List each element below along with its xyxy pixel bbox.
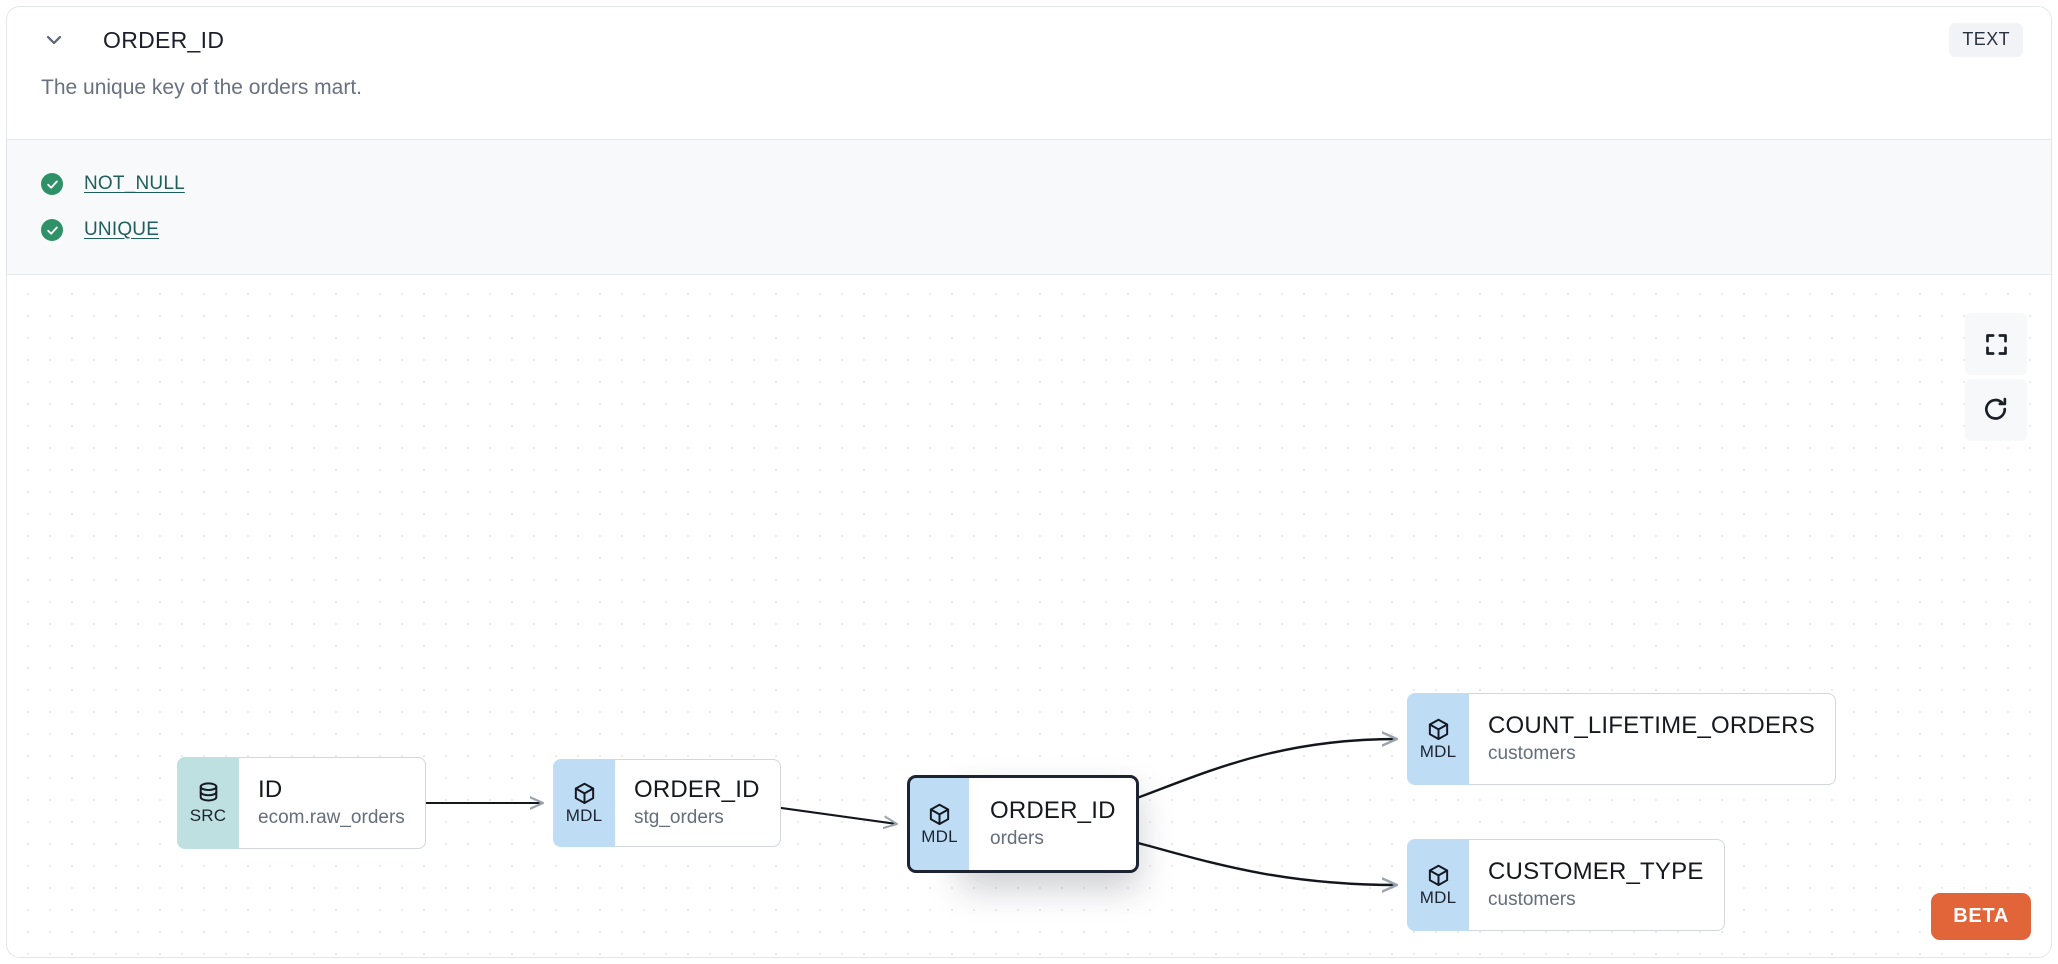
lineage-graph-canvas[interactable]: SRC ID ecom.raw_orders MDL ORDE bbox=[7, 275, 2051, 957]
node-body: ORDER_ID orders bbox=[959, 775, 1139, 873]
node-badge-label: MDL bbox=[1419, 887, 1457, 907]
test-row: UNIQUE bbox=[41, 208, 2051, 252]
node-badge-label: MDL bbox=[921, 826, 958, 846]
node-body: CUSTOMER_TYPE customers bbox=[1459, 839, 1725, 931]
node-badge-mdl: MDL bbox=[1407, 839, 1469, 931]
lineage-node-stg-orders[interactable]: MDL ORDER_ID stg_orders bbox=[553, 759, 781, 847]
canvas-controls bbox=[1965, 313, 2027, 441]
check-circle-icon bbox=[41, 173, 63, 195]
fit-view-button[interactable] bbox=[1965, 313, 2027, 375]
node-subtitle: ecom.raw_orders bbox=[258, 806, 405, 828]
node-title: ORDER_ID bbox=[990, 797, 1116, 825]
cube-icon bbox=[1426, 717, 1451, 742]
column-description: The unique key of the orders mart. bbox=[41, 76, 362, 99]
cube-icon bbox=[1426, 863, 1451, 888]
test-link-not-null[interactable]: NOT_NULL bbox=[84, 173, 185, 194]
node-title: COUNT_LIFETIME_ORDERS bbox=[1488, 712, 1815, 740]
node-badge-mdl: MDL bbox=[1407, 693, 1469, 785]
fullscreen-icon bbox=[1983, 331, 2010, 358]
node-badge-mdl: MDL bbox=[553, 759, 615, 847]
refresh-icon bbox=[1982, 396, 2010, 424]
node-subtitle: customers bbox=[1488, 742, 1576, 764]
node-subtitle: customers bbox=[1488, 888, 1576, 910]
node-body: ID ecom.raw_orders bbox=[229, 757, 426, 849]
lineage-node-count-lifetime-orders[interactable]: MDL COUNT_LIFETIME_ORDERS customers bbox=[1407, 693, 1836, 785]
node-body: COUNT_LIFETIME_ORDERS customers bbox=[1459, 693, 1836, 785]
cube-icon bbox=[927, 802, 952, 827]
chevron-down-icon[interactable] bbox=[41, 27, 67, 53]
lineage-node-customer-type[interactable]: MDL CUSTOMER_TYPE customers bbox=[1407, 839, 1725, 931]
beta-badge[interactable]: BETA bbox=[1931, 893, 2031, 940]
column-tests-section: NOT_NULL UNIQUE bbox=[7, 139, 2051, 275]
reset-view-button[interactable] bbox=[1965, 379, 2027, 441]
node-subtitle: orders bbox=[990, 827, 1044, 849]
lineage-node-orders-selected[interactable]: MDL ORDER_ID orders bbox=[907, 775, 1139, 873]
node-title: ORDER_ID bbox=[634, 776, 760, 804]
node-badge-label: MDL bbox=[565, 805, 603, 825]
column-header-row: ORDER_ID TEXT bbox=[7, 7, 2051, 73]
column-detail-card: ORDER_ID TEXT The unique key of the orde… bbox=[6, 6, 2052, 958]
node-subtitle: stg_orders bbox=[634, 806, 724, 828]
node-title: CUSTOMER_TYPE bbox=[1488, 858, 1704, 886]
data-type-badge: TEXT bbox=[1949, 23, 2023, 57]
node-body: ORDER_ID stg_orders bbox=[605, 759, 781, 847]
node-badge-label: SRC bbox=[189, 805, 227, 825]
column-header: ORDER_ID TEXT The unique key of the orde… bbox=[7, 7, 2051, 139]
node-title: ID bbox=[258, 776, 283, 804]
node-badge-label: MDL bbox=[1419, 741, 1457, 761]
database-icon bbox=[196, 781, 221, 806]
node-badge-mdl: MDL bbox=[907, 775, 969, 873]
cube-icon bbox=[572, 781, 597, 806]
lineage-node-src[interactable]: SRC ID ecom.raw_orders bbox=[177, 757, 426, 849]
test-row: NOT_NULL bbox=[41, 162, 2051, 206]
page-title: ORDER_ID bbox=[103, 26, 225, 53]
test-link-unique[interactable]: UNIQUE bbox=[84, 219, 160, 240]
check-circle-icon bbox=[41, 219, 63, 241]
node-badge-src: SRC bbox=[177, 757, 239, 849]
